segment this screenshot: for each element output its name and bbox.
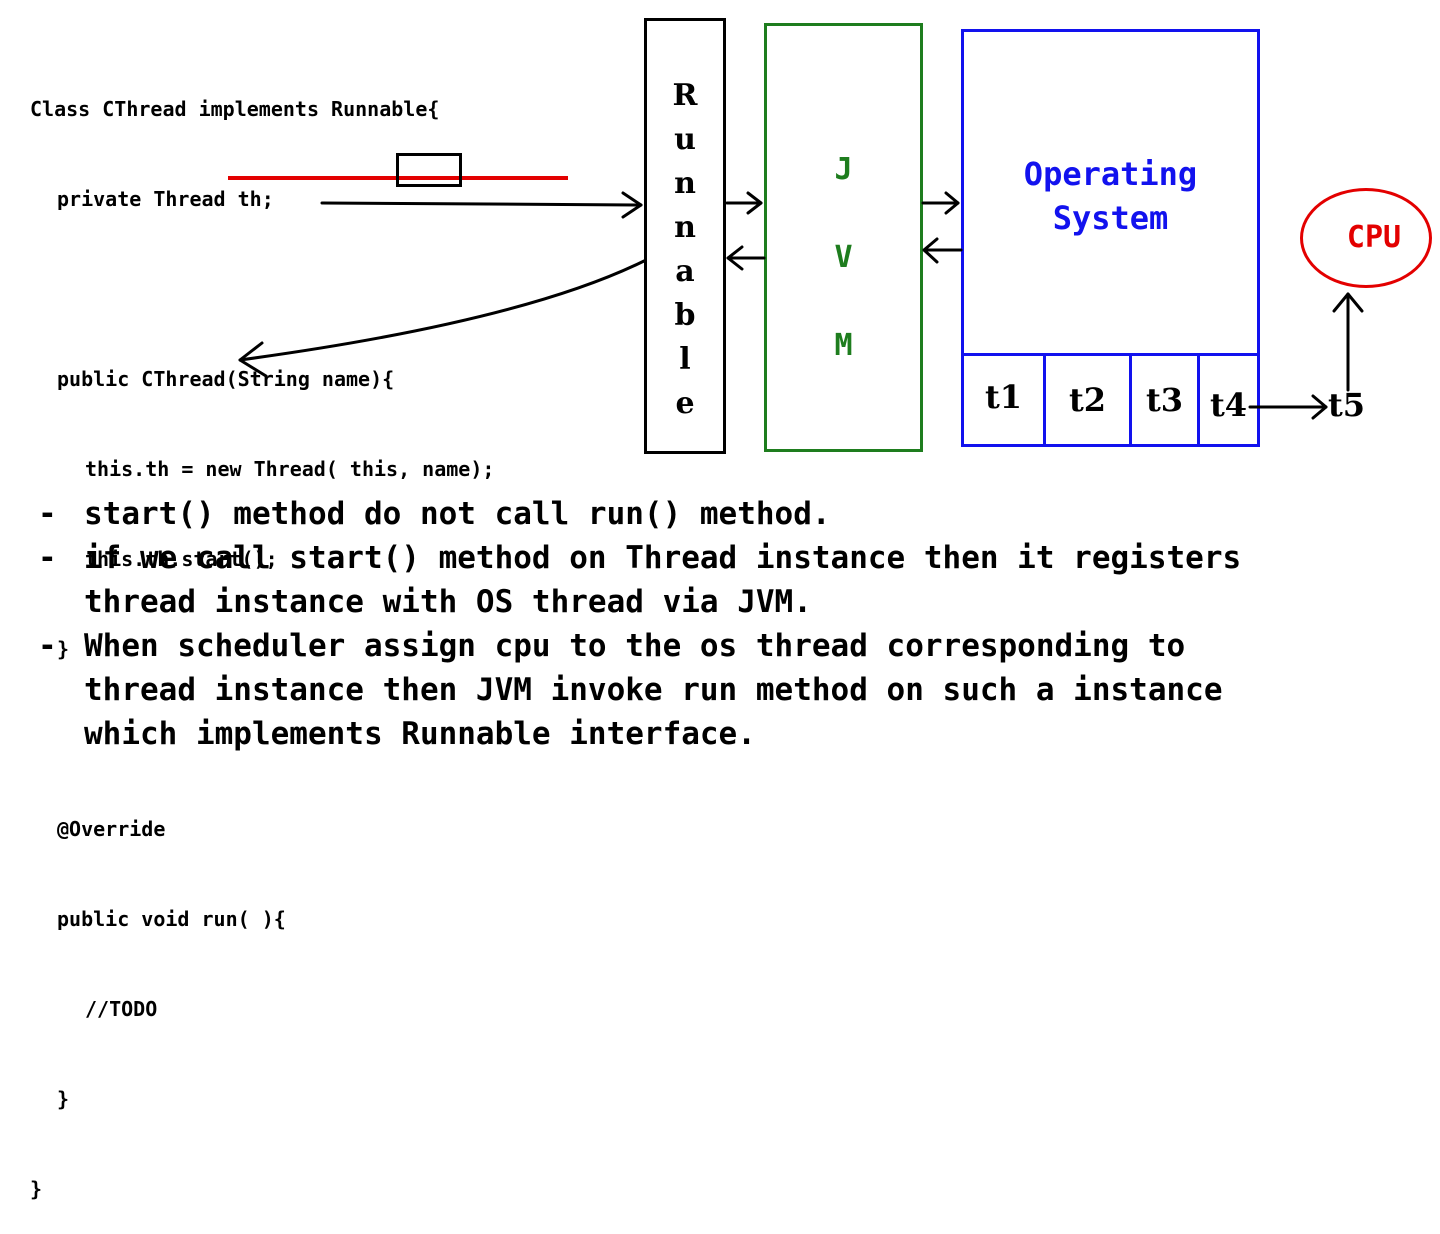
jvm-letter: M: [834, 328, 853, 363]
code-line: }: [57, 637, 70, 661]
thread-cell-separator: [1197, 356, 1200, 444]
runnable-letter: a: [675, 254, 695, 289]
os-box: [961, 29, 1260, 447]
os-title: Operating System: [961, 152, 1260, 240]
cpu-ellipse: [1300, 188, 1432, 288]
code-line: public CThread(String name){: [57, 367, 395, 391]
os-thread-t1: t1: [984, 378, 1023, 416]
jvm-label: J V M: [764, 126, 923, 390]
jvm-letter: V: [834, 240, 853, 275]
thread-t5: t5: [1328, 386, 1366, 424]
note-item: - start() method do not call run() metho…: [38, 492, 1428, 536]
code-line: this.th = new Thread( this, name);: [85, 457, 495, 481]
note-dash: -: [38, 628, 57, 664]
runnable-letter: n: [674, 210, 696, 245]
arrowhead: [922, 237, 939, 264]
runnable-letter: e: [675, 386, 695, 421]
os-thread-t4: t4: [1209, 386, 1248, 424]
arrowhead: [746, 191, 763, 215]
os-title-line: System: [1052, 199, 1169, 237]
runnable-letter: u: [674, 122, 696, 157]
code-line: this.th.start();: [85, 547, 278, 571]
note-text: When scheduler assign cpu to the os thre…: [84, 628, 1223, 752]
note-text: start() method do not call run() method.: [84, 496, 831, 532]
code-line: }: [57, 1087, 70, 1111]
runnable-box: [644, 18, 726, 454]
cpu-label: CPU: [1346, 220, 1402, 255]
jvm-box: [764, 23, 923, 452]
note-dash: -: [38, 540, 57, 576]
jvm-letter: J: [834, 152, 853, 187]
note-item: - When scheduler assign cpu to the os th…: [38, 624, 1264, 756]
code-line: public void run( ){: [57, 907, 286, 931]
notes-list: - start() method do not call run() metho…: [38, 492, 1428, 756]
runnable-label: R u n n a b l e: [644, 74, 726, 426]
arrowhead: [621, 191, 643, 219]
os-thread-divider: [961, 353, 1260, 356]
code-line: private Thread th;: [57, 187, 274, 211]
code-listing: Class CThread implements Runnable{ priva…: [30, 34, 494, 1234]
this-highlight-box: [396, 153, 462, 187]
code-line: //TODO: [85, 997, 158, 1021]
code-line: @Override: [57, 817, 166, 841]
runnable-letter: R: [672, 78, 698, 113]
note-dash: -: [38, 496, 57, 532]
code-line-blank: [30, 274, 494, 304]
os-thread-t3: t3: [1145, 381, 1184, 419]
code-line: Class CThread implements Runnable{: [30, 97, 440, 121]
arrowhead: [726, 245, 744, 271]
thread-cell-separator: [1043, 356, 1046, 444]
arrowhead: [1311, 394, 1328, 420]
runnable-letter: l: [679, 342, 691, 377]
arrowhead: [1332, 292, 1364, 313]
code-line: }: [30, 1177, 43, 1201]
os-thread-t2: t2: [1068, 381, 1107, 419]
arrowhead: [944, 191, 960, 215]
note-text: if we call start() method on Thread inst…: [84, 540, 1242, 620]
runnable-letter: n: [674, 166, 696, 201]
runnable-letter: b: [674, 298, 696, 333]
note-item: - if we call start() method on Thread in…: [38, 536, 1264, 624]
os-title-line: Operating: [1023, 155, 1198, 193]
thread-cell-separator: [1129, 356, 1132, 444]
